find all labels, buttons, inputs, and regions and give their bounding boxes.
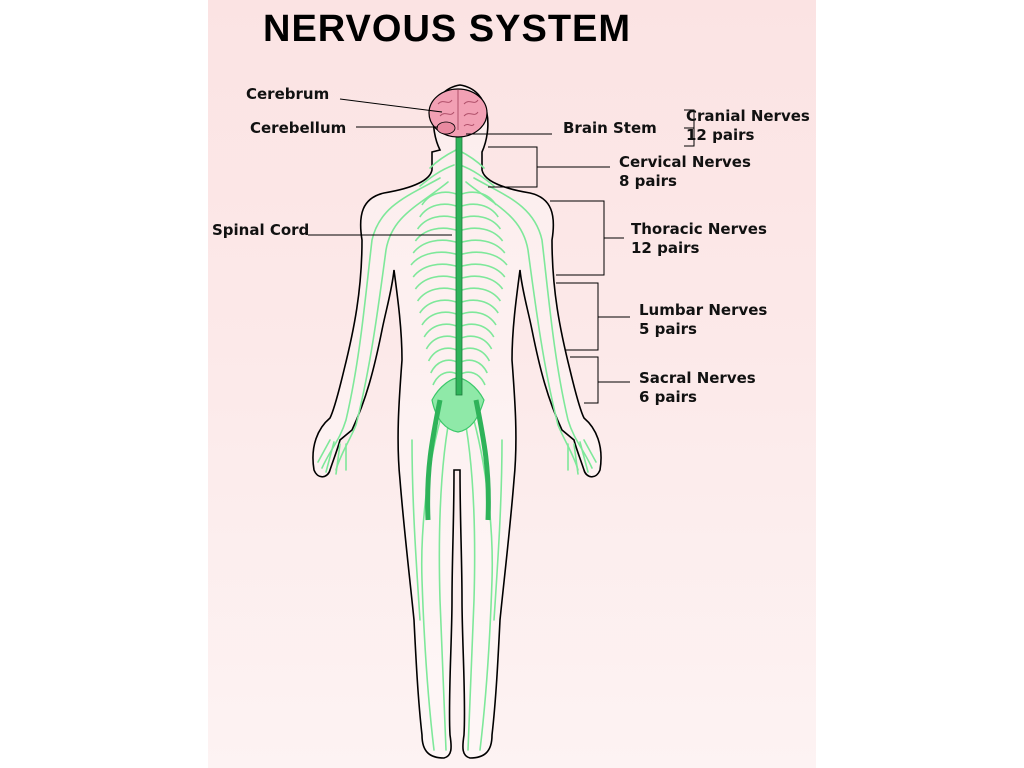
leader-lines xyxy=(308,98,695,404)
label-brain-stem: Brain Stem xyxy=(563,119,657,137)
rib-branch-l-1 xyxy=(421,191,460,206)
label-cerebrum: Cerebrum xyxy=(246,85,330,103)
rib-branch-l-7 xyxy=(412,263,460,278)
spinal-cord xyxy=(455,134,463,396)
rib-branch-l-6 xyxy=(410,251,460,266)
rib-branch-l-12 xyxy=(423,323,460,338)
rib-branch-r-11 xyxy=(458,311,497,326)
rib-branch-r-12 xyxy=(458,323,495,338)
label-thoracic-nerves: Thoracic Nerves 12 pairs xyxy=(631,220,767,258)
rib-branch-r-6 xyxy=(458,251,508,266)
rib-branch-l-9 xyxy=(416,287,460,302)
pelvic-plexus xyxy=(431,377,485,433)
brain xyxy=(428,88,488,138)
thoracic-nerves-pairs: 12 pairs xyxy=(631,239,700,257)
sciatic-nerve-right xyxy=(473,399,491,521)
rib-branch-l-10 xyxy=(419,299,460,314)
thoracic-nerves-name: Thoracic Nerves xyxy=(631,220,767,238)
rib-branch-l-5 xyxy=(412,239,460,254)
label-spinal-cord: Spinal Cord xyxy=(212,221,310,239)
label-cranial-nerves: Cranial Nerves 12 pairs xyxy=(686,107,810,145)
label-sacral-nerves: Sacral Nerves 6 pairs xyxy=(639,369,756,407)
rib-branch-r-2 xyxy=(458,203,499,218)
rib-branch-r-5 xyxy=(458,239,506,254)
page-title: NERVOUS SYSTEM xyxy=(263,8,632,50)
cervical-nerves-pairs: 8 pairs xyxy=(619,172,677,190)
rib-branch-r-4 xyxy=(458,227,504,242)
rib-branch-r-8 xyxy=(458,275,504,290)
rib-branch-l-3 xyxy=(416,215,460,230)
label-cerebellum: Cerebellum xyxy=(250,119,347,137)
cervical-nerves-name: Cervical Nerves xyxy=(619,153,751,171)
lumbar-nerves-name: Lumbar Nerves xyxy=(639,301,768,319)
slide-background xyxy=(208,0,816,768)
sacral-nerves-name: Sacral Nerves xyxy=(639,369,756,387)
label-lumbar-nerves: Lumbar Nerves 5 pairs xyxy=(639,301,767,339)
sciatic-nerve-left xyxy=(425,399,443,521)
rib-branch-l-2 xyxy=(419,203,460,218)
label-cervical-nerves: Cervical Nerves 8 pairs xyxy=(619,153,751,191)
rib-branch-r-7 xyxy=(458,263,506,278)
rib-branch-l-4 xyxy=(414,227,460,242)
rib-branch-r-1 xyxy=(458,191,497,206)
rib-branch-r-9 xyxy=(458,287,502,302)
cranial-nerves-pairs: 12 pairs xyxy=(686,126,755,144)
sacral-nerves-pairs: 6 pairs xyxy=(639,388,697,406)
lumbar-nerves-pairs: 5 pairs xyxy=(639,320,697,338)
rib-branch-r-10 xyxy=(458,299,499,314)
rib-branch-l-8 xyxy=(414,275,460,290)
nerve-network xyxy=(317,149,597,751)
cranial-nerves-name: Cranial Nerves xyxy=(686,107,810,125)
rib-branch-l-11 xyxy=(421,311,460,326)
rib-branch-r-3 xyxy=(458,215,502,230)
